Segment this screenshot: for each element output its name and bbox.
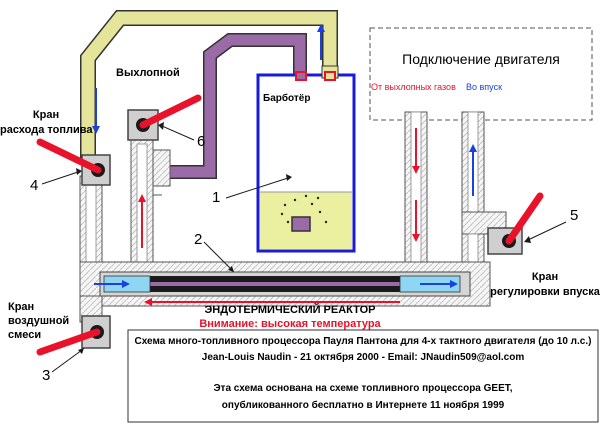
exhaust-down-arrow-2-head xyxy=(412,234,420,242)
reactor-label: ЭНДОТЕРМИЧЕСКИЙ РЕАКТОР xyxy=(204,304,376,316)
callout-arrow-2-head xyxy=(228,266,234,272)
exhaust-up-arrow-head xyxy=(138,194,146,202)
fuel-valve-label-1: Кран xyxy=(32,109,60,121)
callout-number-1: 1 xyxy=(212,189,221,206)
exhaust-down-arrow-head xyxy=(412,166,420,174)
callout-number-3: 3 xyxy=(42,367,51,384)
callout-arrow-6-head xyxy=(158,122,164,130)
callout-arrow-3-head xyxy=(78,348,84,354)
intake-valve-label-2: регулировки впуска xyxy=(490,286,600,298)
bubbler-fitting-left xyxy=(295,71,307,81)
fuel-up-arrow-head xyxy=(317,24,325,32)
left-vertical-pipe-inner xyxy=(85,179,97,267)
bubbler-diffuser xyxy=(291,216,311,232)
callout-number-2: 2 xyxy=(194,231,203,248)
callout-arrow-1 xyxy=(225,177,289,199)
exhaust-valve-handle xyxy=(139,94,202,129)
exhaust-label: Выхлопной xyxy=(116,67,180,79)
bubbler-fitting-right xyxy=(324,71,336,81)
callout-arrow-2 xyxy=(203,241,233,271)
reactor-core-stripe xyxy=(150,282,400,286)
bubbles xyxy=(280,194,328,224)
bubbler-label: Барботёр xyxy=(263,93,311,104)
exhaust-left-arrow-head xyxy=(144,298,152,306)
air-valve-handle xyxy=(36,328,101,356)
callout-number-5: 5 xyxy=(570,207,579,224)
air-valve-label-2: воздушной xyxy=(8,315,70,327)
callout-number-4: 4 xyxy=(30,177,39,194)
callout-arrow-1-head xyxy=(286,174,292,181)
info-line-1: Схема много-топливного процессора Пауля … xyxy=(134,336,592,347)
callout-number-6: 6 xyxy=(197,133,206,150)
callout-arrow-4-head xyxy=(76,168,82,175)
callout-arrow-5 xyxy=(527,221,567,241)
fuel-valve-label-2: расхода топлива xyxy=(0,124,93,136)
fuel-flow-arrow-head xyxy=(92,126,100,134)
air-out-arrow-head xyxy=(450,280,458,288)
info-line-3: Эта схема основана на схеме топливного п… xyxy=(213,383,513,394)
engine-connection-label: Подключение двигателя xyxy=(402,51,560,67)
fuel-valve-body xyxy=(81,154,111,186)
from-exhaust-label: От выхлопных газов xyxy=(371,82,456,92)
warning-label: Внимание: высокая температура xyxy=(199,318,381,330)
callout-arrow-6 xyxy=(161,125,195,141)
intake-valve-label-1: Кран xyxy=(531,271,559,283)
air-in-arrow-head xyxy=(122,280,130,288)
callout-arrow-5-head xyxy=(524,236,531,243)
intake-up-arrow-head xyxy=(469,144,477,152)
air-valve-label-3: смеси xyxy=(8,329,42,341)
intake-valve-handle xyxy=(505,192,544,245)
engine-connection-box xyxy=(369,27,593,121)
fuel-pipe-fill xyxy=(81,11,337,160)
info-box xyxy=(127,329,599,423)
to-intake-label: Во впуск xyxy=(466,82,502,92)
callout-arrow-3 xyxy=(51,349,83,373)
air-valve-label-1: Кран xyxy=(8,301,35,313)
info-line-4: опубликованного бесплатно в Интернете 11… xyxy=(221,400,505,411)
fuel-valve-handle xyxy=(36,138,102,174)
info-line-2: Jean-Louis Naudin - 21 октября 2000 - Em… xyxy=(201,352,525,363)
callout-arrow-4 xyxy=(41,171,79,185)
